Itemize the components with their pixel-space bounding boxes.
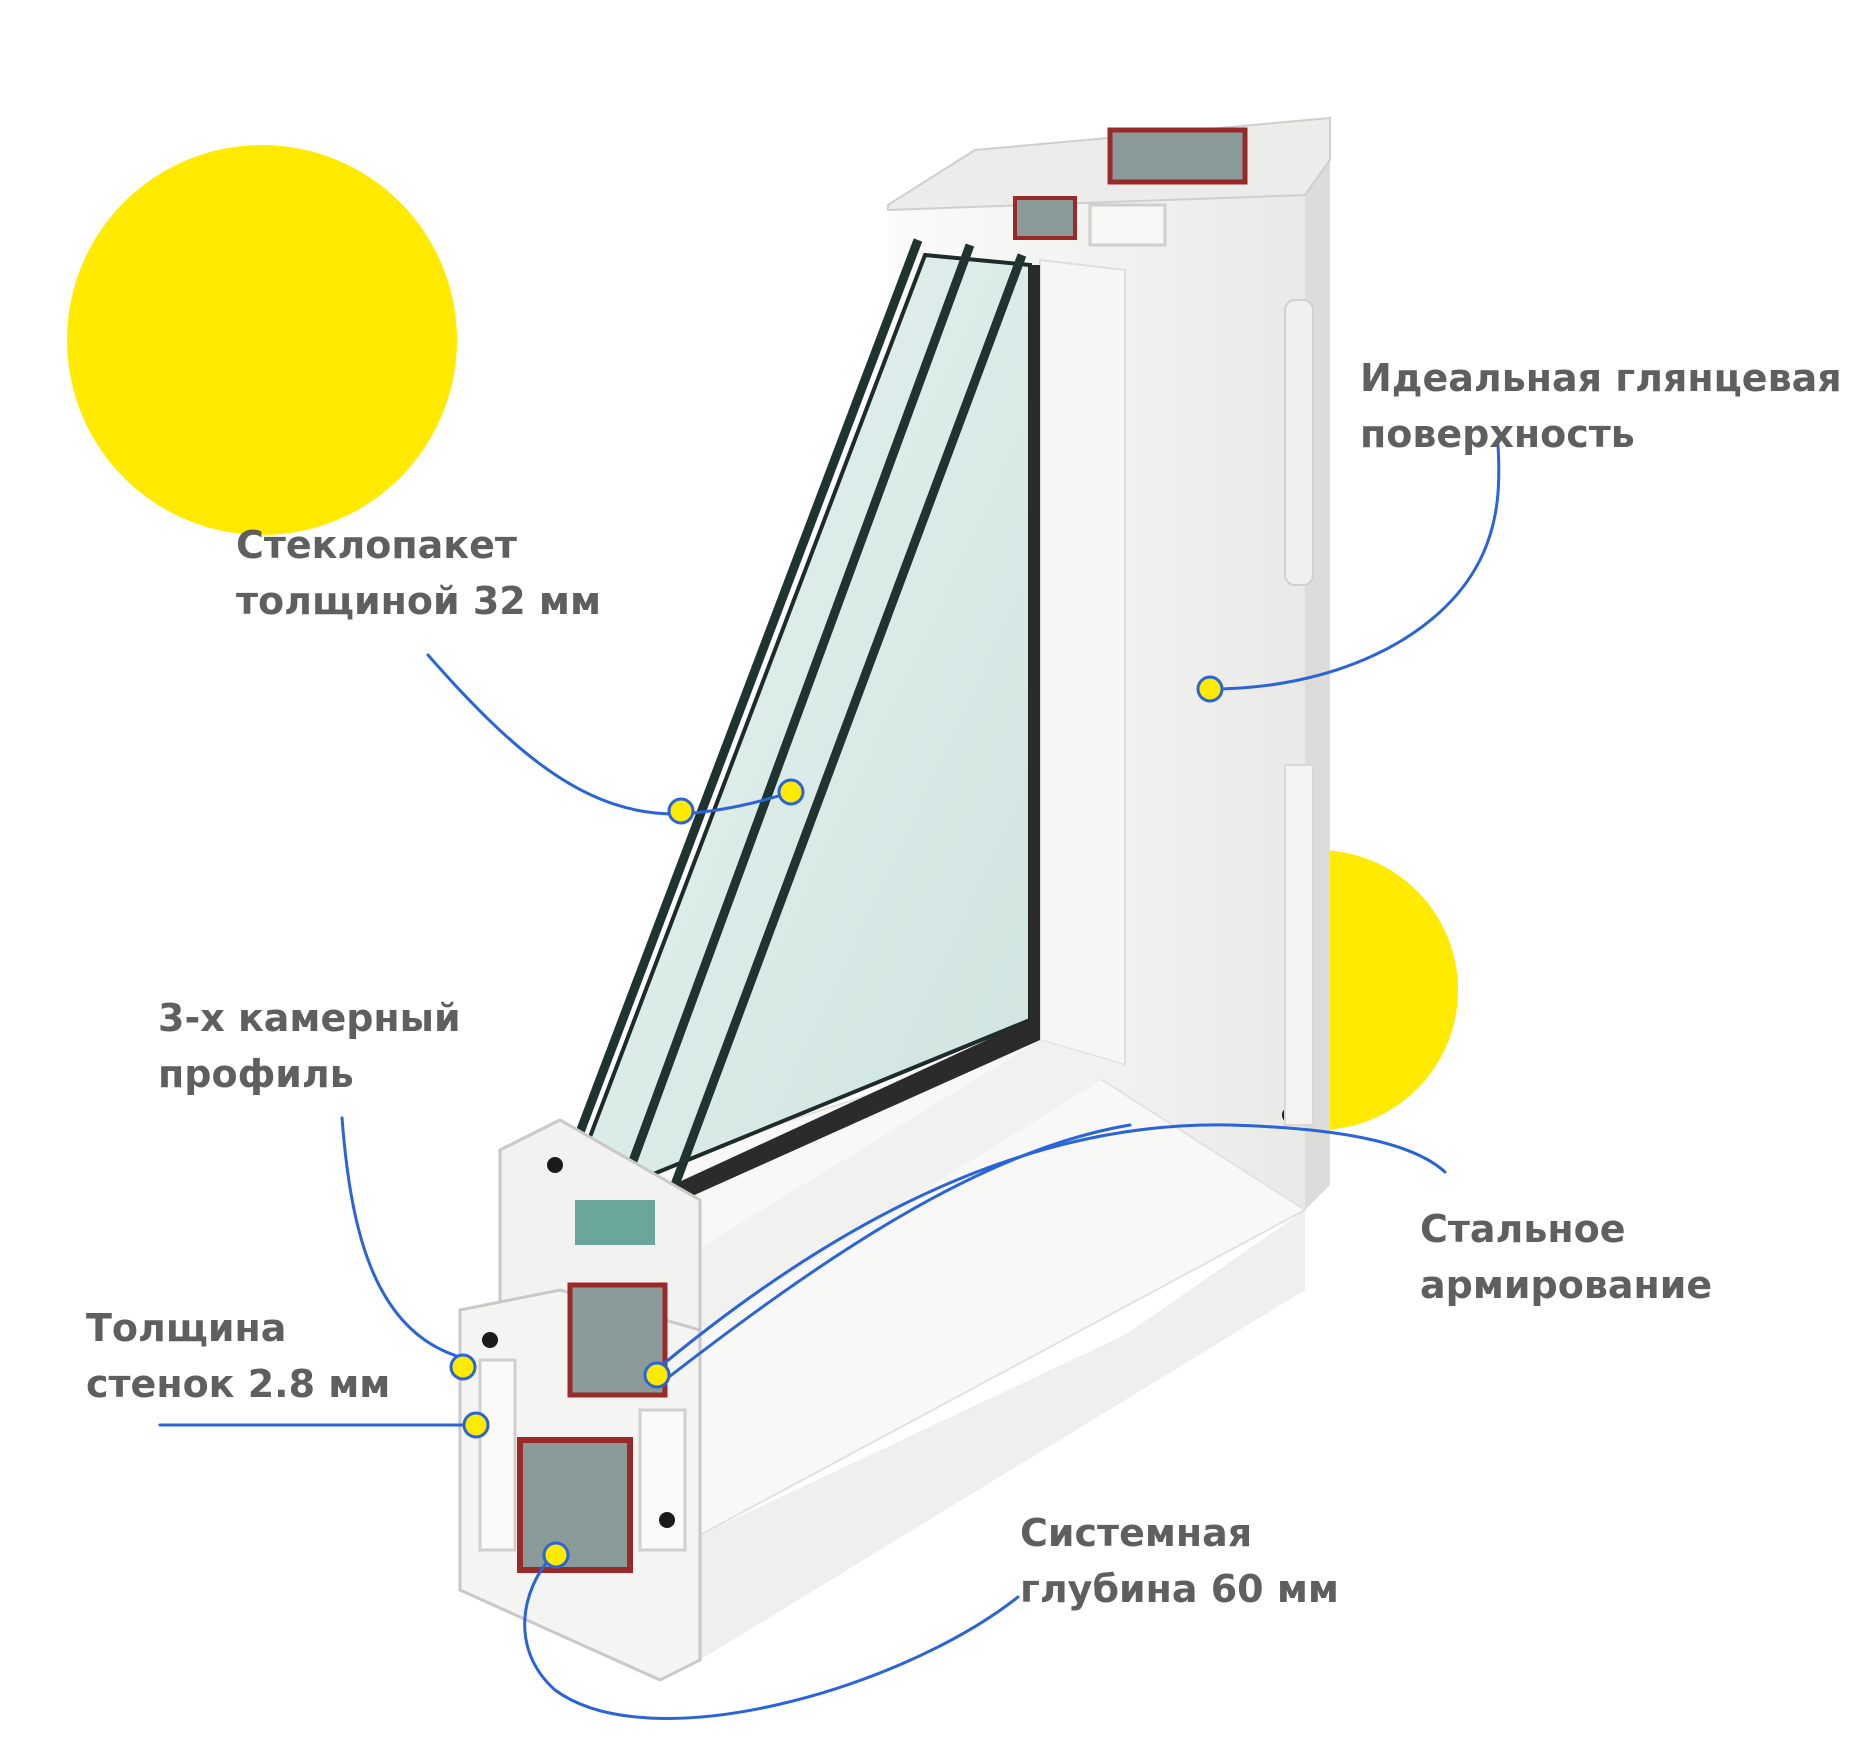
callout-glazing-line2: толщиной 32 мм xyxy=(236,579,602,623)
glass-edge-3 xyxy=(655,253,1027,1227)
marker-depth xyxy=(542,1541,570,1569)
callout-glazing-line1: Стеклопакет xyxy=(236,523,517,567)
glass-edge-1 xyxy=(555,238,923,1187)
markers xyxy=(449,675,1224,1569)
chamber-top xyxy=(1088,203,1167,247)
marker-walls xyxy=(462,1411,490,1439)
frame-bottom-slope xyxy=(680,1040,1125,1330)
callout-chambers-line2: профиль xyxy=(158,1052,354,1096)
glazing-spacer xyxy=(575,1200,655,1245)
seal-3 xyxy=(659,1512,675,1528)
reinforcement-top xyxy=(1107,127,1248,185)
seal-2 xyxy=(482,1332,498,1348)
callout-steel: Стальное армирование xyxy=(1420,1201,1712,1313)
leader-glazing xyxy=(426,653,790,816)
leader-chambers xyxy=(340,1116,462,1359)
chamber-front xyxy=(478,1358,517,1552)
marker-chambers xyxy=(449,1353,477,1381)
callout-steel-line1: Стальное xyxy=(1420,1207,1626,1251)
callout-walls-line2: стенок 2.8 мм xyxy=(86,1362,391,1406)
chamber-front-2 xyxy=(638,1408,687,1552)
callout-chambers: 3-х камерный профиль xyxy=(158,990,461,1102)
callout-walls-line1: Толщина xyxy=(86,1306,287,1350)
marker-steel xyxy=(643,1361,671,1389)
callout-depth: Системная глубина 60 мм xyxy=(1020,1505,1339,1617)
leader-depth xyxy=(523,1553,1020,1720)
callout-steel-line2: армирование xyxy=(1420,1263,1713,1307)
callout-depth-line1: Системная xyxy=(1020,1511,1253,1555)
hinge-lower xyxy=(1284,764,1314,1126)
callout-walls: Толщина стенок 2.8 мм xyxy=(86,1300,390,1412)
yellow-circle-large xyxy=(67,145,457,535)
callout-surface: Идеальная глянцевая поверхность xyxy=(1360,350,1842,462)
hinge xyxy=(1284,299,1314,586)
callout-surface-line1: Идеальная глянцевая xyxy=(1360,356,1842,400)
marker-surface xyxy=(1196,675,1224,703)
profile-illustration xyxy=(458,116,1331,1682)
callout-depth-line2: глубина 60 мм xyxy=(1020,1567,1339,1611)
callout-surface-line2: поверхность xyxy=(1360,412,1635,456)
leader-lines xyxy=(158,443,1501,1720)
leader-surface xyxy=(1206,443,1501,691)
reinforcement-top-small xyxy=(1013,196,1077,240)
marker-glazing-2 xyxy=(777,778,805,806)
frame-right-inner xyxy=(1039,258,1126,1067)
reinforcement-bottom xyxy=(517,1437,633,1573)
marker-glazing-1 xyxy=(667,797,695,825)
seal-1 xyxy=(547,1157,563,1173)
callout-chambers-line1: 3-х камерный xyxy=(158,996,461,1040)
leader-steel xyxy=(653,1123,1447,1373)
frame-bottom-front xyxy=(700,1210,1305,1660)
glass-edge-2 xyxy=(610,243,975,1212)
leader-steel-branch xyxy=(663,1123,1132,1382)
glass-pane xyxy=(582,252,1032,1203)
callout-glazing: Стеклопакет толщиной 32 мм xyxy=(236,517,601,629)
